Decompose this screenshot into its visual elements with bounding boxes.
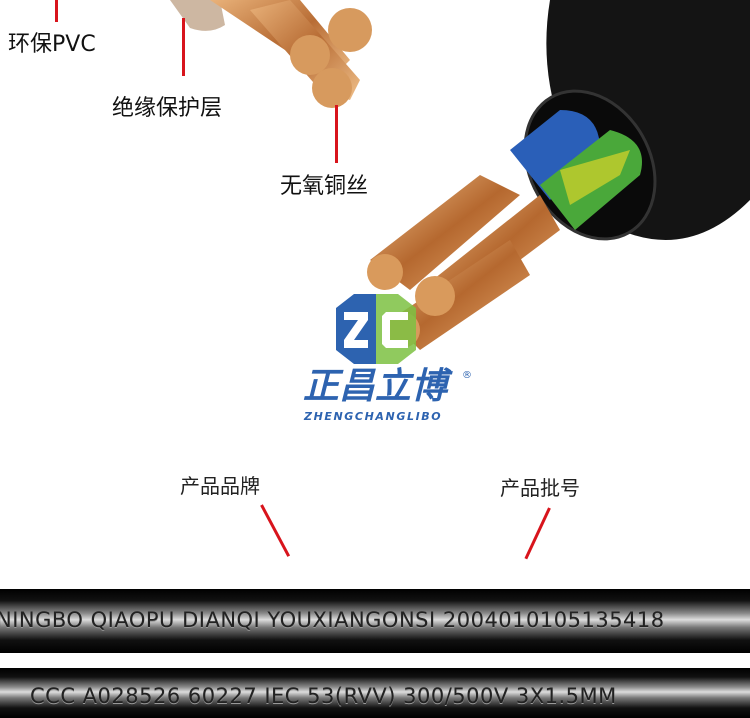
callout-line-pvc <box>55 0 58 22</box>
wire-strands-illustration <box>170 0 372 108</box>
cable-print-line-2: CCC A028526 60227 IEC 53(RVV) 300/500V 3… <box>30 684 617 708</box>
callout-brand: 产品品牌 <box>180 474 260 498</box>
brand-logo-mark <box>336 294 416 364</box>
cable-cross-section-illustration <box>367 0 750 350</box>
callout-line-copper <box>335 105 338 163</box>
registered-mark: ® <box>462 370 472 381</box>
callout-line-batch <box>524 507 551 560</box>
callout-line-insulation <box>182 18 185 76</box>
cable-print-line-1: NINGBO QIAOPU DIANQI YOUXIANGONSI 200401… <box>0 608 665 632</box>
callout-line-brand <box>260 504 291 557</box>
cable-jacket-1 <box>0 589 750 653</box>
callout-pvc: 环保PVC <box>8 32 96 57</box>
callout-insulation: 绝缘保护层 <box>112 96 223 121</box>
brand-name-en: ZHENGCHANGLIBO <box>304 410 443 423</box>
callout-copper: 无氧铜丝 <box>280 174 369 199</box>
brand-name-cn: 正昌立博 <box>303 366 448 407</box>
callout-batch: 产品批号 <box>500 476 580 500</box>
cable-jacket-2 <box>0 668 750 718</box>
